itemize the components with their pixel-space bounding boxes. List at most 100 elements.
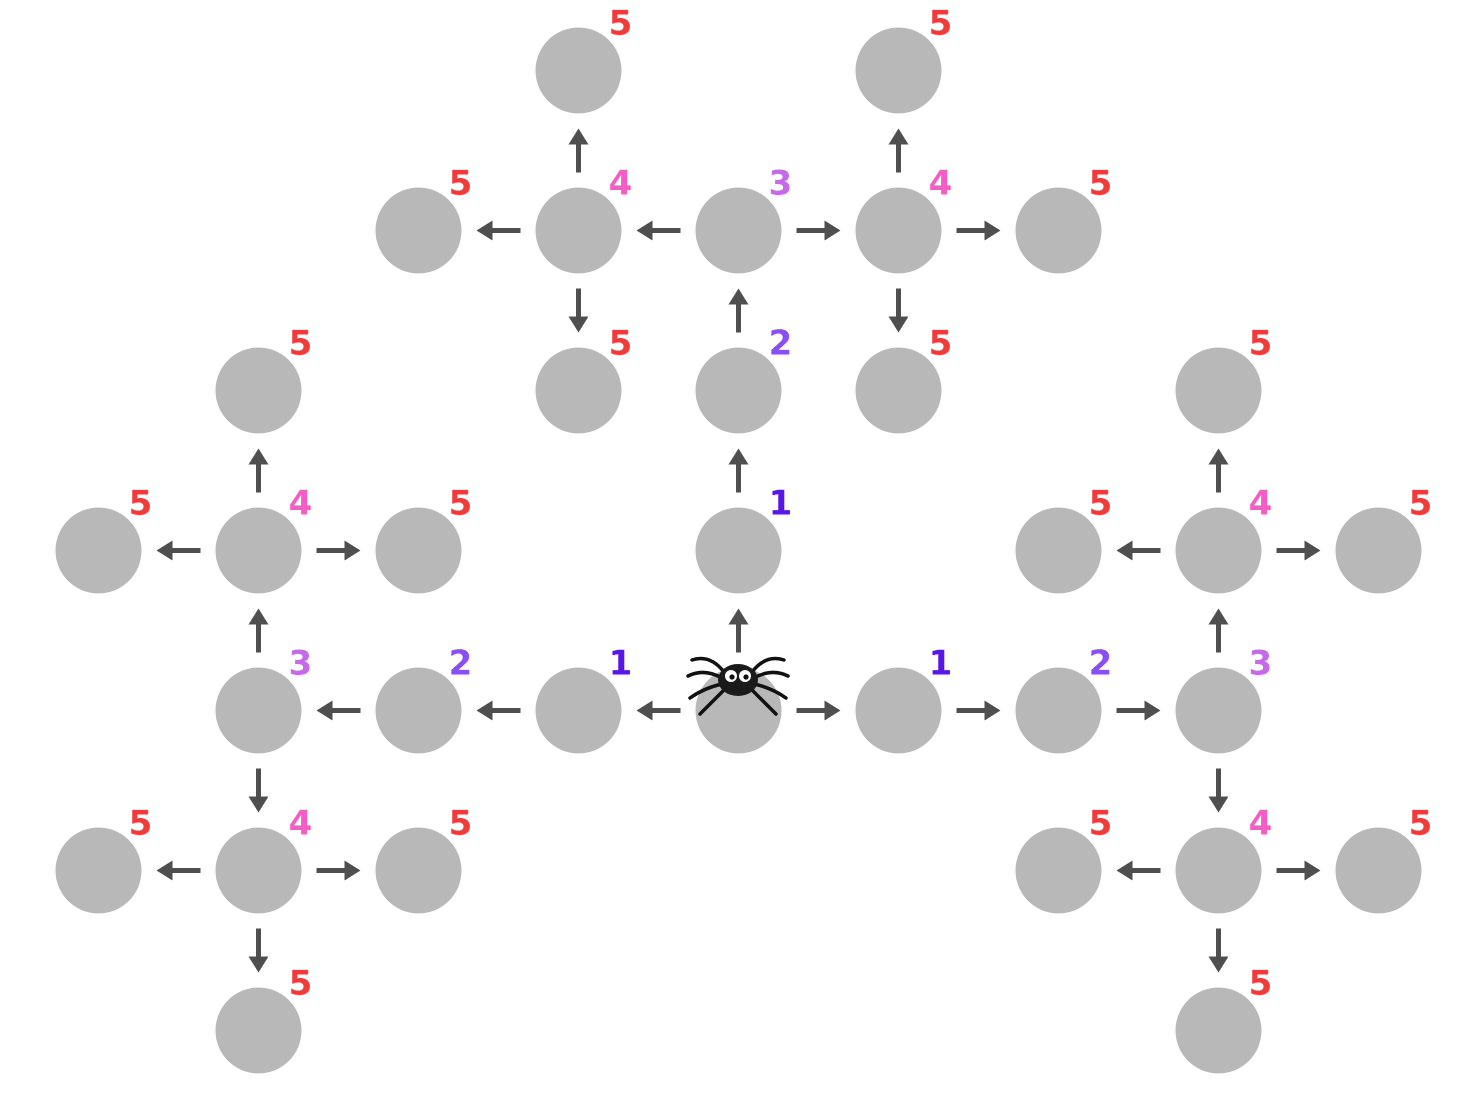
label-n_3_u: 3 — [769, 164, 793, 204]
label-n_1_l: 1 — [609, 644, 633, 684]
label-n_5_u_l_l: 5 — [449, 164, 473, 204]
node-n_5_r_u_u — [1175, 347, 1262, 434]
arrow-start-to-n_1_l — [636, 700, 681, 721]
arrow-n_4_l_d-to-n_5_l_d_d — [248, 928, 269, 973]
arrow-n_2_u-to-n_3_u — [728, 288, 749, 333]
label-n_5_r_u_l: 5 — [1089, 484, 1113, 524]
node-n_2_u — [695, 347, 782, 434]
label-n_5_u_l_d: 5 — [609, 324, 633, 364]
node-n_1_l — [535, 667, 622, 754]
arrow-n_4_r_d-to-n_5_r_d_r — [1276, 860, 1321, 881]
nodes — [55, 27, 1422, 1074]
label-n_4_r_u: 4 — [1249, 484, 1273, 524]
arrow-n_3_l-to-n_4_l_d — [248, 768, 269, 813]
label-n_5_r_d_r: 5 — [1409, 804, 1433, 844]
arrow-n_4_u_l-to-n_5_u_l_u — [568, 128, 589, 173]
label-n_1_r: 1 — [929, 644, 953, 684]
arrow-n_4_r_d-to-n_5_r_d_d — [1208, 928, 1229, 973]
arrow-n_4_r_u-to-n_5_r_u_l — [1116, 540, 1161, 561]
arrow-n_1_r-to-n_2_r — [956, 700, 1001, 721]
node-n_4_r_u — [1175, 507, 1262, 594]
node-n_5_u_r_r — [1015, 187, 1102, 274]
node-n_2_r — [1015, 667, 1102, 754]
arrow-n_4_u_r-to-n_5_u_r_d — [888, 288, 909, 333]
node-n_5_u_r_u — [855, 27, 942, 114]
spider-icon — [686, 656, 790, 716]
arrow-n_4_l_d-to-n_5_l_d_r — [316, 860, 361, 881]
label-n_5_l_d_l: 5 — [129, 804, 153, 844]
label-n_3_r: 3 — [1249, 644, 1273, 684]
label-n_4_l_d: 4 — [289, 804, 313, 844]
node-n_4_r_d — [1175, 827, 1262, 914]
arrow-n_4_l_u-to-n_5_l_u_r — [316, 540, 361, 561]
arrow-n_3_u-to-n_4_u_l — [636, 220, 681, 241]
label-n_4_r_d: 4 — [1249, 804, 1273, 844]
label-n_1_u: 1 — [769, 484, 793, 524]
node-n_4_l_d — [215, 827, 302, 914]
node-n_3_l — [215, 667, 302, 754]
node-n_5_u_l_u — [535, 27, 622, 114]
arrow-n_4_u_r-to-n_5_u_r_u — [888, 128, 909, 173]
arrow-n_2_l-to-n_3_l — [316, 700, 361, 721]
label-n_5_l_u_u: 5 — [289, 324, 313, 364]
node-n_5_l_d_r — [375, 827, 462, 914]
label-n_5_l_u_l: 5 — [129, 484, 153, 524]
label-n_5_l_d_d: 5 — [289, 964, 313, 1004]
arrow-n_4_u_l-to-n_5_u_l_l — [476, 220, 521, 241]
arrow-n_3_u-to-n_4_u_r — [796, 220, 841, 241]
node-n_4_u_r — [855, 187, 942, 274]
node-n_5_r_d_l — [1015, 827, 1102, 914]
label-n_2_l: 2 — [449, 644, 473, 684]
arrow-n_4_u_l-to-n_5_u_l_d — [568, 288, 589, 333]
node-n_5_u_l_d — [535, 347, 622, 434]
label-n_2_r: 2 — [1089, 644, 1113, 684]
node-n_3_u — [695, 187, 782, 274]
label-n_5_r_u_u: 5 — [1249, 324, 1273, 364]
label-n_5_u_r_u: 5 — [929, 4, 953, 44]
arrow-n_2_r-to-n_3_r — [1116, 700, 1161, 721]
arrow-n_4_l_d-to-n_5_l_d_l — [156, 860, 201, 881]
node-n_1_r — [855, 667, 942, 754]
label-n_5_u_r_r: 5 — [1089, 164, 1113, 204]
edges — [156, 128, 1321, 973]
label-n_4_u_l: 4 — [609, 164, 633, 204]
node-n_5_r_d_r — [1335, 827, 1422, 914]
arrow-n_4_l_u-to-n_5_l_u_u — [248, 448, 269, 493]
label-n_3_l: 3 — [289, 644, 313, 684]
node-n_5_l_d_d — [215, 987, 302, 1074]
node-n_5_u_l_l — [375, 187, 462, 274]
label-n_5_l_u_r: 5 — [449, 484, 473, 524]
node-n_5_r_d_d — [1175, 987, 1262, 1074]
label-n_5_r_d_d: 5 — [1249, 964, 1273, 1004]
node-start — [695, 667, 782, 754]
arrow-n_4_r_d-to-n_5_r_d_l — [1116, 860, 1161, 881]
arrow-n_4_r_u-to-n_5_r_u_r — [1276, 540, 1321, 561]
label-n_4_l_u: 4 — [289, 484, 313, 524]
node-n_4_l_u — [215, 507, 302, 594]
arrow-n_3_r-to-n_4_r_u — [1208, 608, 1229, 653]
arrow-n_3_r-to-n_4_r_d — [1208, 768, 1229, 813]
label-n_5_l_d_r: 5 — [449, 804, 473, 844]
label-n_5_r_u_r: 5 — [1409, 484, 1433, 524]
label-n_4_u_r: 4 — [929, 164, 953, 204]
label-n_5_r_d_l: 5 — [1089, 804, 1113, 844]
arrow-n_3_l-to-n_4_l_u — [248, 608, 269, 653]
node-n_5_r_u_l — [1015, 507, 1102, 594]
arrow-n_1_u-to-n_2_u — [728, 448, 749, 493]
node-n_5_l_u_r — [375, 507, 462, 594]
label-n_5_u_l_u: 5 — [609, 4, 633, 44]
node-n_1_u — [695, 507, 782, 594]
arrow-n_4_l_u-to-n_5_l_u_l — [156, 540, 201, 561]
node-n_4_u_l — [535, 187, 622, 274]
arrow-start-to-n_1_r — [796, 700, 841, 721]
node-n_5_l_d_l — [55, 827, 142, 914]
arrow-start-to-n_1_u — [728, 608, 749, 653]
node-n_5_l_u_u — [215, 347, 302, 434]
arrow-n_4_u_r-to-n_5_u_r_r — [956, 220, 1001, 241]
node-n_5_r_u_r — [1335, 507, 1422, 594]
arrow-n_1_l-to-n_2_l — [476, 700, 521, 721]
node-n_5_l_u_l — [55, 507, 142, 594]
label-n_5_u_r_d: 5 — [929, 324, 953, 364]
